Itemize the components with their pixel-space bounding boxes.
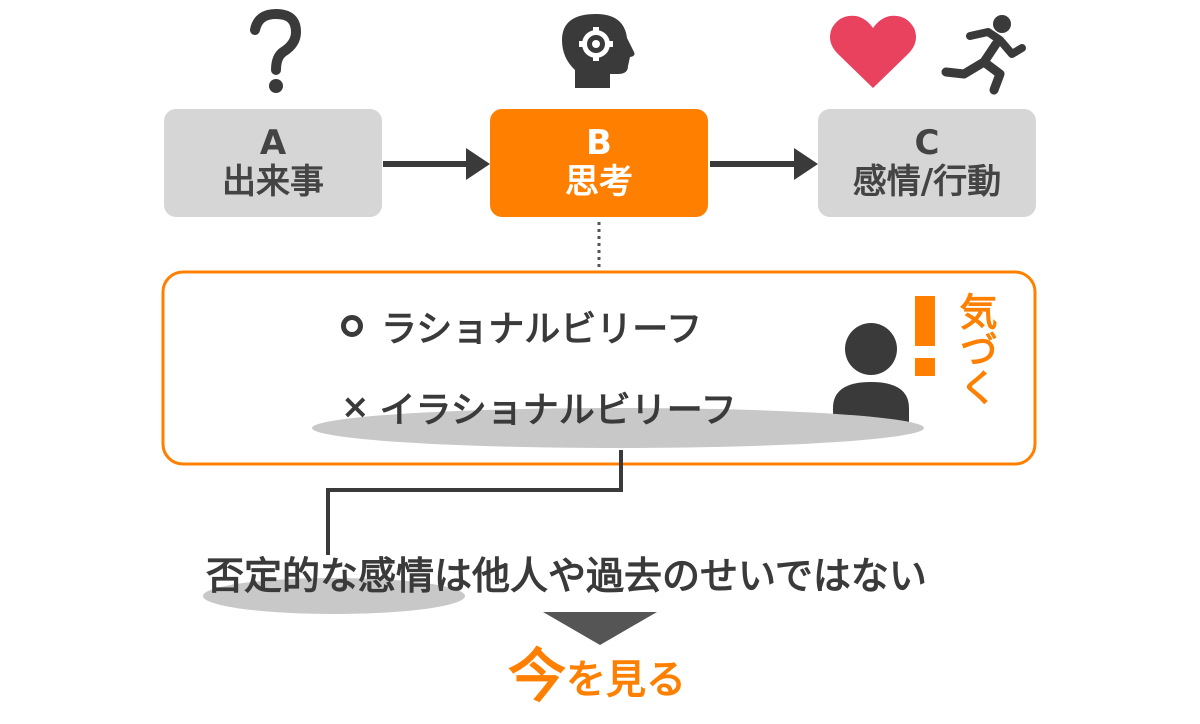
down-arrow-icon <box>543 612 657 645</box>
circle-icon <box>341 315 363 337</box>
node-b-letter: B <box>586 122 612 163</box>
exclamation-icon <box>915 296 935 376</box>
statement-connector <box>326 450 623 555</box>
node-c-emotion-action: C 感情/行動 <box>818 109 1036 217</box>
rational-belief-label: ラショナルビリーフ <box>381 309 703 350</box>
irrational-belief: × イラショナルビリーフ <box>341 383 737 431</box>
arrow-b-to-c <box>710 148 818 180</box>
node-c-label: 感情/行動 <box>852 162 1002 202</box>
node-a-label: 出来事 <box>222 162 324 202</box>
running-person-icon <box>941 15 1026 95</box>
arrow-a-to-b <box>383 148 490 180</box>
conclusion-rest: を見る <box>566 657 687 703</box>
node-b-label: 思考 <box>565 162 633 202</box>
notice-text: 気づく <box>953 292 997 406</box>
node-b-thought: B 思考 <box>490 109 708 217</box>
irrational-belief-label: イラショナルビリーフ <box>379 390 737 431</box>
head-gear-icon <box>562 14 635 88</box>
question-mark-icon <box>250 8 302 93</box>
node-a-letter: A <box>259 122 287 163</box>
statement-text: 否定的な感情は他人や過去のせいではない <box>206 554 927 598</box>
node-a-event: A 出来事 <box>164 109 382 217</box>
cross-mark: × <box>341 387 370 427</box>
heart-icon <box>830 15 916 88</box>
irrational-highlight <box>312 408 924 448</box>
conclusion-big: 今 <box>508 642 567 710</box>
conclusion: 今 を見る <box>508 644 686 708</box>
rational-belief: ラショナルビリーフ <box>341 302 702 350</box>
node-c-letter: C <box>914 122 940 163</box>
statement-highlight <box>203 578 465 614</box>
